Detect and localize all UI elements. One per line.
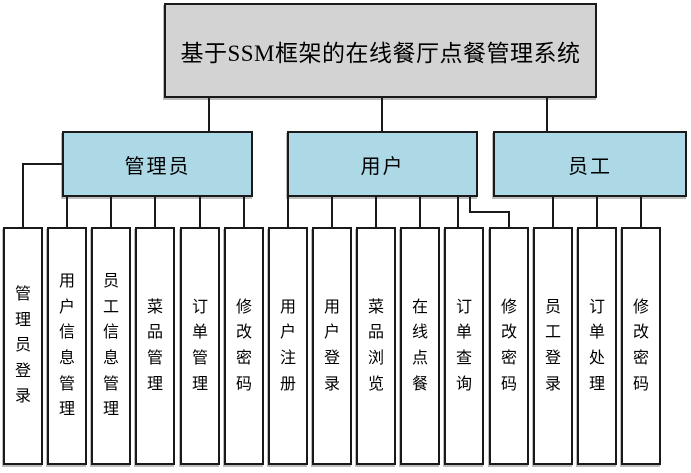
leaf-node-staff-info-mgmt: 员工信息管理 bbox=[91, 227, 131, 465]
leaf-label: 在线点餐 bbox=[411, 298, 428, 393]
connector-user-child-4 bbox=[419, 197, 421, 227]
leaf-label: 管理员登录 bbox=[14, 286, 31, 406]
connector-root-user bbox=[381, 98, 383, 131]
leaf-node-admin-login: 管理员登录 bbox=[3, 227, 43, 465]
leaf-label: 订单处理 bbox=[588, 298, 605, 393]
root-title: 基于SSM框架的在线餐厅点餐管理系统 bbox=[180, 40, 581, 66]
connector-user-child-6-v1 bbox=[469, 197, 471, 213]
connector-staff-child-3 bbox=[640, 197, 642, 227]
leaf-node-order-query: 订单查询 bbox=[444, 227, 484, 465]
leaf-label: 员工登录 bbox=[544, 298, 561, 393]
connector-root-staff bbox=[546, 98, 548, 131]
connector-admin-child-5 bbox=[199, 197, 201, 227]
connector-root-admin bbox=[208, 98, 210, 131]
leaf-node-order-mgmt: 订单管理 bbox=[180, 227, 220, 465]
leaf-node-user-change-password: 修改密码 bbox=[489, 227, 529, 465]
leaf-label: 修改密码 bbox=[500, 298, 517, 393]
leaf-label: 用户登录 bbox=[323, 298, 340, 393]
leaf-node-online-order: 在线点餐 bbox=[400, 227, 440, 465]
connector-staff-child-2 bbox=[596, 197, 598, 227]
connector-user-child-6-v2 bbox=[508, 211, 510, 227]
leaf-node-dish-mgmt: 菜品管理 bbox=[135, 227, 175, 465]
connector-user-child-2 bbox=[331, 197, 333, 227]
connector-admin-login-h bbox=[22, 163, 63, 165]
branch-label-admin: 管理员 bbox=[124, 155, 191, 178]
connector-admin-child-6 bbox=[243, 197, 245, 227]
connector-admin-login-v bbox=[22, 163, 24, 227]
leaf-label: 用户信息管理 bbox=[58, 273, 75, 419]
connector-admin-child-4 bbox=[154, 197, 156, 227]
branch-node-user: 用户 bbox=[287, 131, 478, 197]
leaf-node-staff-login: 员工登录 bbox=[533, 227, 573, 465]
leaf-label: 菜品管理 bbox=[146, 298, 163, 393]
branch-label-staff: 员工 bbox=[568, 155, 612, 178]
branch-node-admin: 管理员 bbox=[62, 131, 253, 197]
root-node: 基于SSM框架的在线餐厅点餐管理系统 bbox=[164, 3, 597, 98]
leaf-node-dish-browse: 菜品浏览 bbox=[356, 227, 396, 465]
leaf-label: 修改密码 bbox=[235, 298, 252, 393]
leaf-node-user-register: 用户注册 bbox=[268, 227, 308, 465]
leaf-node-order-process: 订单处理 bbox=[577, 227, 617, 465]
leaf-label: 订单查询 bbox=[455, 298, 472, 393]
leaf-node-user-login: 用户登录 bbox=[312, 227, 352, 465]
connector-admin-child-2 bbox=[66, 197, 68, 227]
leaf-label: 员工信息管理 bbox=[102, 273, 119, 419]
connector-user-child-3 bbox=[375, 197, 377, 227]
branch-node-staff: 员工 bbox=[493, 131, 687, 197]
connector-user-child-1 bbox=[287, 197, 289, 227]
leaf-node-user-info-mgmt: 用户信息管理 bbox=[47, 227, 87, 465]
connector-staff-child-1 bbox=[552, 197, 554, 227]
connector-user-child-6-h bbox=[469, 211, 510, 213]
leaf-label: 订单管理 bbox=[191, 298, 208, 393]
branch-label-user: 用户 bbox=[360, 155, 405, 178]
leaf-node-admin-change-password: 修改密码 bbox=[224, 227, 264, 465]
connector-user-child-5 bbox=[457, 197, 459, 227]
leaf-label: 菜品浏览 bbox=[367, 298, 384, 393]
leaf-node-staff-change-password: 修改密码 bbox=[621, 227, 661, 465]
leaf-label: 用户注册 bbox=[279, 298, 296, 393]
leaf-label: 修改密码 bbox=[632, 298, 649, 393]
connector-admin-child-3 bbox=[110, 197, 112, 227]
